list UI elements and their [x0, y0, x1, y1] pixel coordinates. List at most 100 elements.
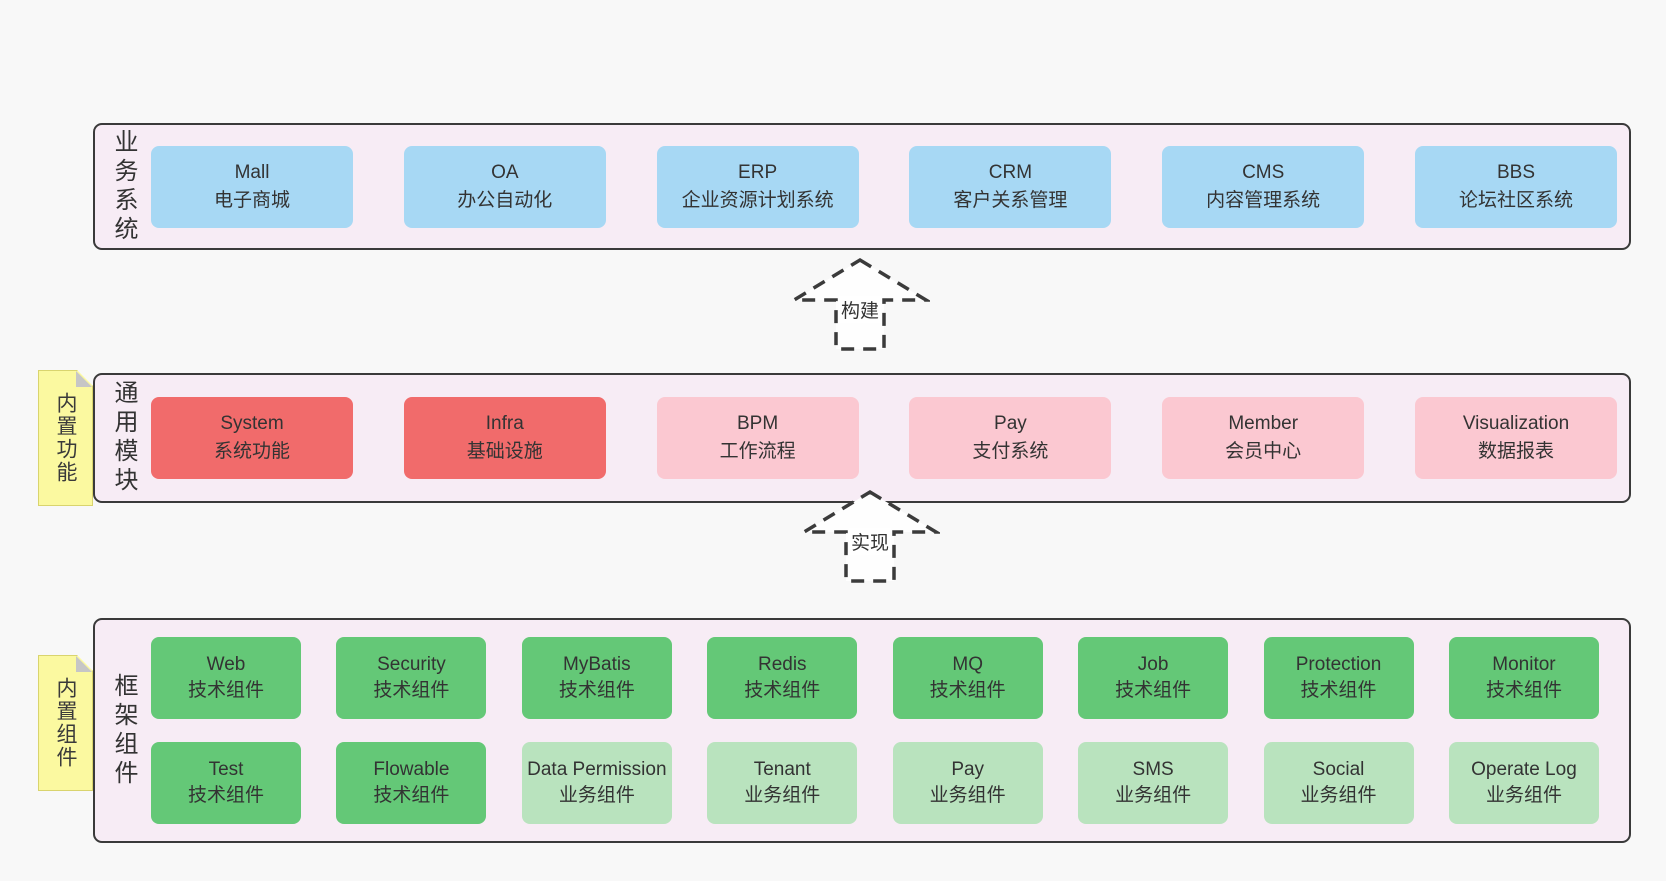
- box-subtitle: 会员中心: [1225, 441, 1302, 462]
- box-bpm: BPM 工作流程: [656, 397, 859, 479]
- box-title: ERP: [738, 161, 778, 183]
- box-subtitle: 业务组件: [744, 785, 821, 806]
- build-arrow-label: 构建: [838, 296, 882, 323]
- box-subtitle: 客户关系管理: [953, 189, 1068, 211]
- box-subtitle: 技术组件: [929, 680, 1006, 701]
- box-subtitle: 电子商城: [213, 189, 290, 211]
- box-subtitle: 数据报表: [1477, 441, 1554, 462]
- box-subtitle: 工作流程: [719, 441, 796, 462]
- box-title: Mall: [234, 161, 270, 183]
- folded-corner-icon: [76, 371, 92, 387]
- box-mybatis: MyBatis 技术组件: [521, 637, 672, 719]
- box-title: CRM: [988, 161, 1033, 183]
- box-title: Flowable: [373, 759, 450, 780]
- implement-arrow: 实现: [800, 488, 940, 586]
- box-pay-system: Pay 支付系统: [909, 397, 1112, 479]
- box-subtitle: 技术组件: [1115, 680, 1192, 701]
- box-subtitle: 业务组件: [1115, 785, 1192, 806]
- box-subtitle: 技术组件: [187, 680, 264, 701]
- box-title: BBS: [1496, 161, 1535, 183]
- box-subtitle: 业务组件: [1485, 785, 1562, 806]
- box-title: Data Permission: [527, 759, 667, 780]
- box-redis: Redis 技术组件: [707, 637, 858, 719]
- panel-common-modules: 通用模块 System 系统功能 Infra 基础设施 BPM 工作流程 Pay…: [93, 373, 1631, 503]
- box-job: Job 技术组件: [1078, 637, 1229, 719]
- box-title: Test: [208, 759, 244, 780]
- box-member: Member 会员中心: [1162, 397, 1365, 479]
- box-infra: Infra 基础设施: [403, 397, 606, 479]
- box-title: Pay: [994, 413, 1027, 434]
- box-data-permission: Data Permission 业务组件: [521, 742, 672, 824]
- box-title: Infra: [485, 413, 524, 434]
- box-subtitle: 技术组件: [1485, 680, 1562, 701]
- box-subtitle: 内容管理系统: [1206, 189, 1321, 211]
- box-test: Test 技术组件: [151, 742, 301, 824]
- box-title: Social: [1312, 759, 1365, 780]
- box-title: Web: [206, 654, 246, 675]
- framework-boxes-grid: Web 技术组件 Security 技术组件 MyBatis 技术组件 Redi…: [151, 620, 1629, 841]
- box-visualization: Visualization 数据报表: [1414, 397, 1617, 479]
- box-title: System: [220, 413, 284, 434]
- sticky-note-text: 内置组件: [54, 677, 77, 769]
- box-oa: OA 办公自动化: [403, 145, 606, 228]
- box-cms: CMS 内容管理系统: [1162, 145, 1365, 228]
- box-pay-component: Pay 业务组件: [892, 742, 1043, 824]
- box-subtitle: 业务组件: [929, 785, 1006, 806]
- box-operate-log: Operate Log 业务组件: [1448, 742, 1599, 824]
- box-title: Protection: [1295, 654, 1382, 675]
- box-flowable: Flowable 技术组件: [336, 742, 487, 824]
- panel-framework-components: 框架组件 Web 技术组件 Security 技术组件 MyBatis 技术组件…: [93, 618, 1631, 843]
- box-title: Member: [1228, 413, 1299, 434]
- panel-label-framework: 框架组件: [110, 672, 137, 789]
- box-title: Redis: [757, 654, 807, 675]
- box-subtitle: 技术组件: [187, 785, 264, 806]
- folded-corner-icon: [76, 656, 92, 672]
- sticky-note-builtin-components: 内置组件: [38, 655, 93, 791]
- box-security: Security 技术组件: [336, 637, 487, 719]
- implement-arrow-label: 实现: [848, 528, 892, 555]
- box-social: Social 业务组件: [1263, 742, 1414, 824]
- box-crm: CRM 客户关系管理: [909, 145, 1112, 228]
- panel-business-systems: 业务系统 Mall 电子商城 OA 办公自动化 ERP 企业资源计划系统 CRM…: [93, 123, 1631, 250]
- box-mq: MQ 技术组件: [892, 637, 1043, 719]
- box-system: System 系统功能: [151, 397, 353, 479]
- box-title: MQ: [952, 654, 983, 675]
- box-title: Visualization: [1462, 413, 1570, 434]
- box-title: BPM: [737, 413, 779, 434]
- box-subtitle: 系统功能: [213, 441, 290, 462]
- build-arrow: 构建: [790, 256, 930, 354]
- box-bbs: BBS 论坛社区系统: [1414, 145, 1617, 228]
- box-sms: SMS 业务组件: [1078, 742, 1229, 824]
- box-title: OA: [491, 161, 519, 183]
- sticky-note-text: 内置功能: [54, 392, 77, 484]
- box-protection: Protection 技术组件: [1263, 637, 1414, 719]
- framework-row-1: Web 技术组件 Security 技术组件 MyBatis 技术组件 Redi…: [151, 637, 1599, 719]
- box-subtitle: 办公自动化: [457, 189, 553, 211]
- box-title: Security: [377, 654, 446, 675]
- box-subtitle: 技术组件: [373, 680, 450, 701]
- box-subtitle: 技术组件: [558, 680, 635, 701]
- business-boxes-row: Mall 电子商城 OA 办公自动化 ERP 企业资源计划系统 CRM 客户关系…: [151, 125, 1629, 248]
- box-subtitle: 基础设施: [466, 441, 543, 462]
- box-erp: ERP 企业资源计划系统: [656, 145, 859, 228]
- box-title: SMS: [1132, 759, 1174, 780]
- box-subtitle: 企业资源计划系统: [681, 189, 834, 211]
- box-web: Web 技术组件: [151, 637, 301, 719]
- box-subtitle: 技术组件: [373, 785, 450, 806]
- box-title: Job: [1137, 654, 1169, 675]
- box-subtitle: 业务组件: [1300, 785, 1377, 806]
- panel-label-modules: 通用模块: [110, 380, 137, 496]
- box-title: CMS: [1242, 161, 1285, 183]
- box-title: Monitor: [1492, 654, 1556, 675]
- box-tenant: Tenant 业务组件: [707, 742, 858, 824]
- sticky-note-builtin-features: 内置功能: [38, 370, 93, 506]
- box-subtitle: 技术组件: [744, 680, 821, 701]
- box-subtitle: 业务组件: [558, 785, 635, 806]
- box-title: Tenant: [753, 759, 811, 780]
- box-title: Pay: [951, 759, 985, 780]
- box-subtitle: 支付系统: [972, 441, 1049, 462]
- panel-label-business: 业务系统: [110, 128, 137, 245]
- box-subtitle: 论坛社区系统: [1458, 189, 1573, 211]
- box-title: MyBatis: [563, 654, 631, 675]
- box-mall: Mall 电子商城: [151, 145, 353, 228]
